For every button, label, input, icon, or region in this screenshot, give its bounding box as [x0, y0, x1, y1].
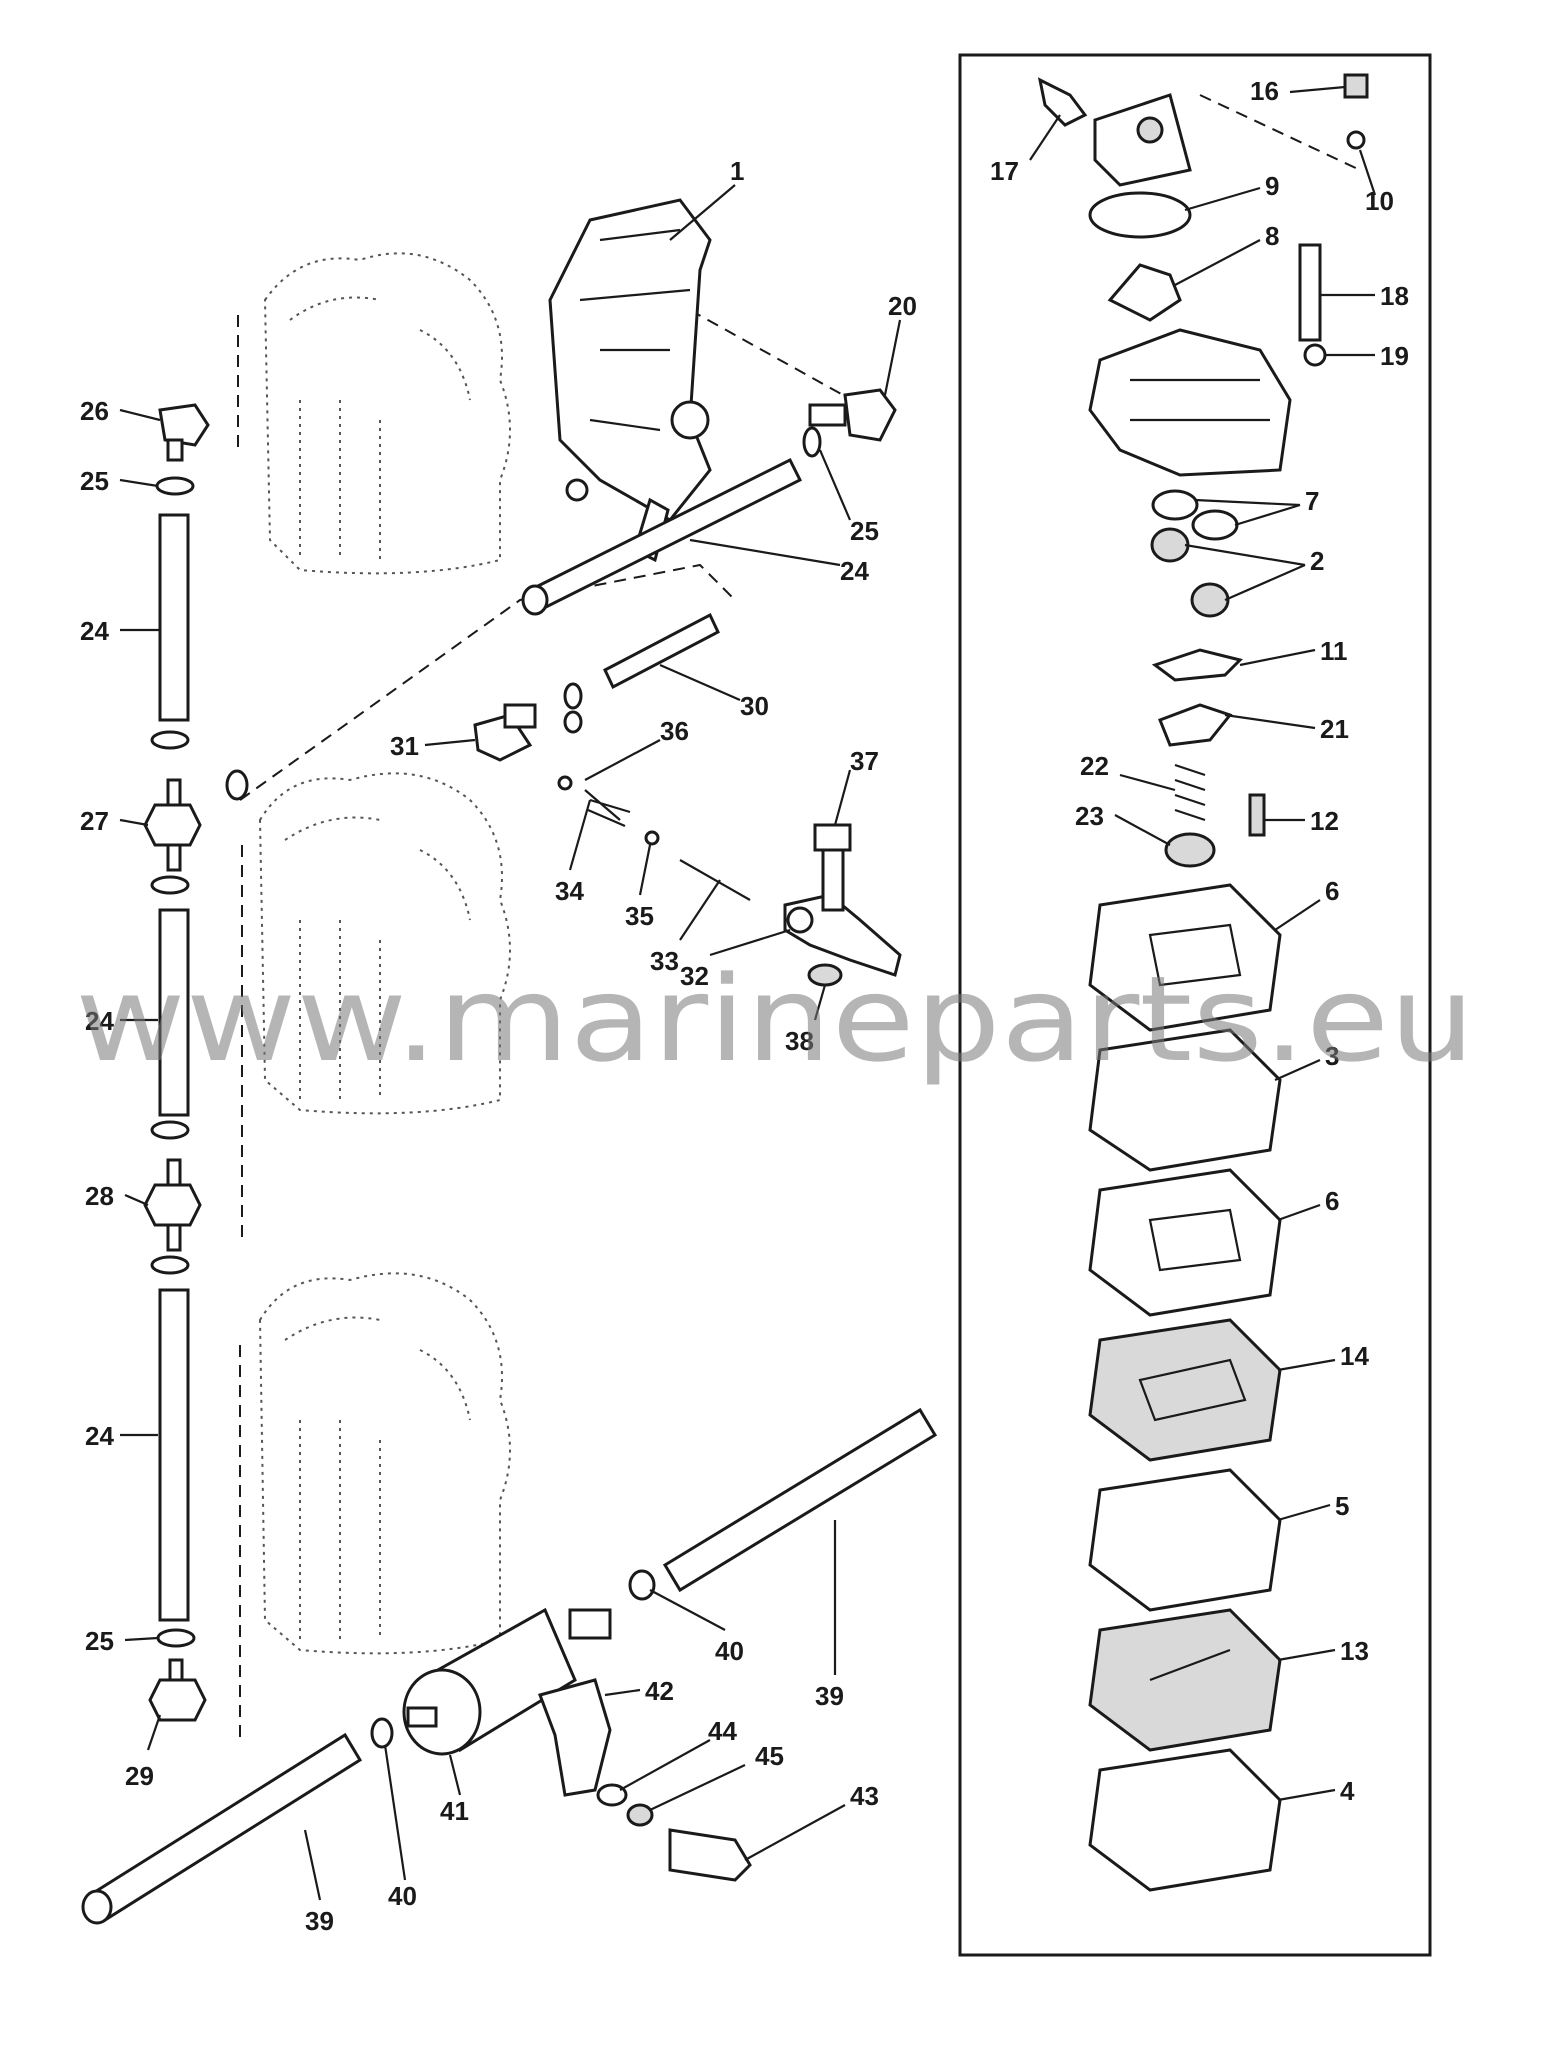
part-label-13: 13: [1340, 1636, 1369, 1666]
engine-block-outline-bottom: [258, 1272, 511, 1655]
fuel-filter-part: [402, 1607, 612, 1756]
gasket-6-lower-part: [1088, 1168, 1282, 1317]
fuel-pump-assembly-part: [548, 198, 712, 563]
diaphragm-3-part: [1088, 1028, 1282, 1172]
part-label-45: 45: [755, 1741, 784, 1771]
small-parts-group: [557, 775, 751, 901]
part-label-16: 16: [1250, 76, 1279, 106]
part-label-6: 6: [1325, 876, 1339, 906]
part-label-39: 39: [305, 1906, 334, 1936]
fuel-hose-lower-part: [81, 1407, 938, 1925]
part-label-18: 18: [1380, 281, 1409, 311]
part-label-14: 14: [1340, 1341, 1369, 1371]
part-label-40: 40: [388, 1881, 417, 1911]
short-hose-part: [603, 612, 720, 690]
bracket-part: [538, 1678, 612, 1797]
part-label-7: 7: [1305, 486, 1319, 516]
dashed-reference-lines: [237, 94, 1361, 1745]
part-label-27: 27: [80, 806, 109, 836]
part-number-labels: 1 20 26 25 25 24 24 30 31 36 27 37 34 35…: [80, 76, 1409, 1936]
hose-clamp-part: [150, 426, 822, 1749]
part-label-12: 12: [1310, 806, 1339, 836]
part-label-19: 19: [1380, 341, 1409, 371]
part-label-17: 17: [990, 156, 1019, 186]
part-label-4: 4: [1340, 1776, 1355, 1806]
elbow-fitting-part: [808, 388, 897, 442]
part-label-25: 25: [85, 1626, 114, 1656]
part-label-32: 32: [680, 961, 709, 991]
screw-18-part: [1298, 243, 1327, 367]
part-label-33: 33: [650, 946, 679, 976]
screw-12-part: [1248, 793, 1266, 837]
check-valve-8-part: [1107, 263, 1182, 322]
part-label-38: 38: [785, 1026, 814, 1056]
check-valves-2-part: [1150, 527, 1230, 618]
part-label-8: 8: [1265, 221, 1279, 251]
o-ring-9-part: [1088, 191, 1192, 239]
elbow-fitting-left-part: [158, 403, 210, 462]
part-label-44: 44: [708, 1716, 737, 1746]
part-label-31: 31: [390, 731, 419, 761]
part-label-43: 43: [850, 1781, 879, 1811]
screw-16-part: [1343, 73, 1369, 150]
part-label-6: 6: [1325, 1186, 1339, 1216]
part-label-35: 35: [625, 901, 654, 931]
part-label-24: 24: [85, 1421, 114, 1451]
part-label-29: 29: [125, 1761, 154, 1791]
part-label-41: 41: [440, 1796, 469, 1826]
engine-block-outline-top: [263, 252, 511, 575]
part-label-10: 10: [1365, 186, 1394, 216]
part-label-25: 25: [80, 466, 109, 496]
fuel-hose-part: [158, 457, 803, 1622]
leader-lines: [119, 85, 1377, 1901]
pump-cover-part: [1037, 77, 1192, 187]
part-label-25: 25: [850, 516, 879, 546]
part-label-34: 34: [555, 876, 584, 906]
cap-23-part: [1164, 832, 1216, 868]
tee-fitting-part: [143, 778, 207, 1722]
part-label-24: 24: [840, 556, 869, 586]
fastener-parts: [596, 1783, 752, 1882]
pump-body-part: [1088, 328, 1292, 477]
part-label-5: 5: [1335, 1491, 1349, 1521]
part-label-20: 20: [888, 291, 917, 321]
fitting-part: [473, 703, 583, 762]
part-label-26: 26: [80, 396, 109, 426]
part-label-24: 24: [80, 616, 109, 646]
part-label-30: 30: [740, 691, 769, 721]
part-label-39: 39: [815, 1681, 844, 1711]
pump-plate-14-part: [1088, 1318, 1282, 1462]
pump-base-13-part: [1088, 1608, 1282, 1752]
part-label-24: 24: [85, 1006, 114, 1036]
part-label-1: 1: [730, 156, 744, 186]
part-label-36: 36: [660, 716, 689, 746]
o-rings-7-part: [1151, 489, 1239, 541]
bolt-part: [813, 823, 852, 912]
engine-block-outline-middle: [258, 772, 511, 1115]
plate-21-part: [1158, 703, 1233, 747]
diaphragm-5-part: [1088, 1468, 1282, 1612]
part-label-11: 11: [1320, 636, 1348, 666]
part-label-3: 3: [1325, 1041, 1339, 1071]
fuel-pump-parts-frame: [958, 53, 1432, 1957]
plate-11-part: [1151, 648, 1243, 682]
part-label-2: 2: [1310, 546, 1324, 576]
part-label-42: 42: [645, 1676, 674, 1706]
watermark-text: www.marineparts.eu: [75, 950, 1475, 1088]
gasket-4-part: [1088, 1748, 1282, 1892]
part-label-37: 37: [850, 746, 879, 776]
part-label-23: 23: [1075, 801, 1104, 831]
gasket-6-upper-part: [1088, 883, 1282, 1032]
spring-22-part: [1174, 763, 1206, 822]
part-label-21: 21: [1320, 714, 1349, 744]
part-label-40: 40: [715, 1636, 744, 1666]
part-label-22: 22: [1080, 751, 1109, 781]
part-label-28: 28: [85, 1181, 114, 1211]
part-label-9: 9: [1265, 171, 1279, 201]
